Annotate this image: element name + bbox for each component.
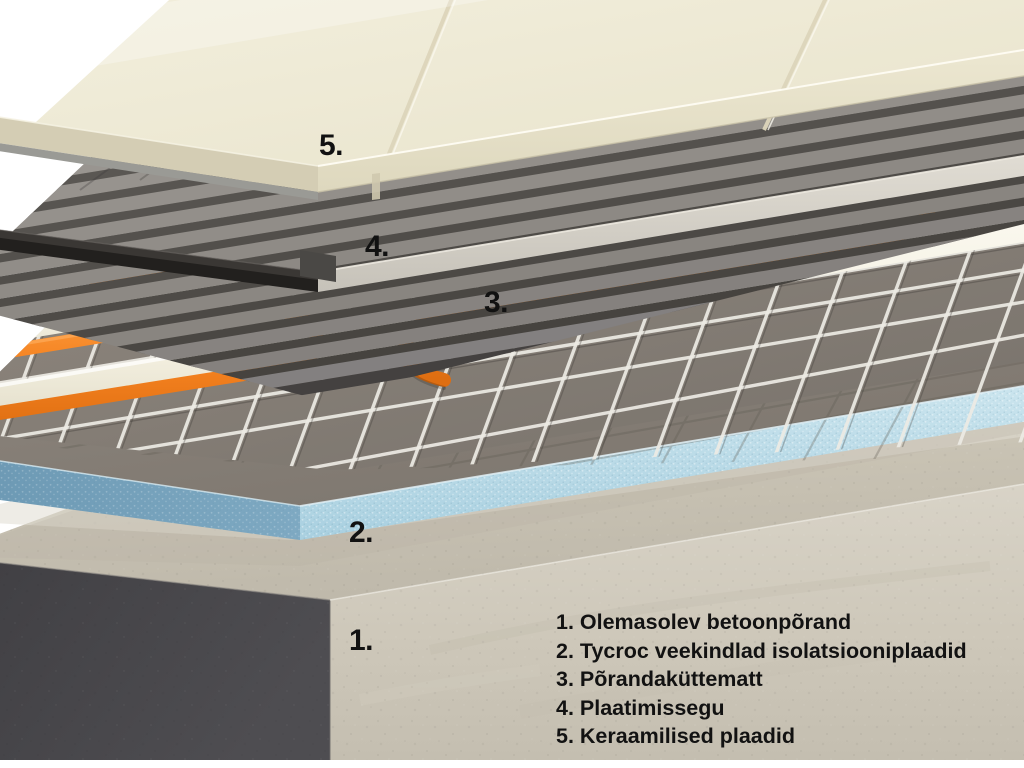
callout-1: 1. <box>349 624 374 657</box>
legend-item-4: 4. Plaatimissegu <box>556 695 725 720</box>
tile-left-edge <box>0 117 318 192</box>
adhesive-front-edge <box>318 155 1024 292</box>
tile-underside-shadow <box>0 143 318 200</box>
tile-top-face <box>0 0 1024 168</box>
callout-4: 4. <box>365 230 390 263</box>
legend-item-1: 1. Olemasolev betoonpõrand <box>556 610 852 634</box>
layer-ceramic-tiles <box>0 0 1024 200</box>
callout-5: 5. <box>319 129 344 162</box>
callout-2: 2. <box>349 516 374 549</box>
legend-item-3: 3. Põrandaküttematt <box>556 667 763 691</box>
legend-item-2: 2. Tycroc veekindlad isolatsiooniplaadid <box>556 638 967 663</box>
legend-item-5: 5. Keraamilised plaadid <box>556 724 795 748</box>
tile-front-edge <box>318 49 1024 192</box>
legend: 1. Olemasolev betoonpõrand 2. Tycroc vee… <box>556 608 967 751</box>
callout-3: 3. <box>484 286 509 319</box>
